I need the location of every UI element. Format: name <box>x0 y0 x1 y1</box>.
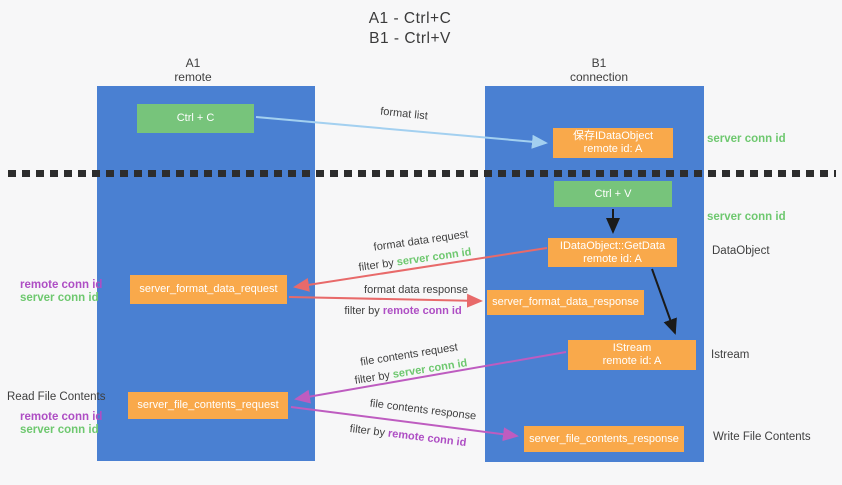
getdata-line1: IDataObject::GetData <box>559 239 666 252</box>
lane-b1-id: B1 <box>591 56 607 70</box>
getdata-line2: remote id: A <box>583 252 642 265</box>
remote-conn-id-label-2: remote conn id <box>20 411 103 423</box>
dataobject-annotation: DataObject <box>712 245 770 257</box>
lane-a1-type: remote <box>174 70 212 84</box>
server-conn-id-label-1: server conn id <box>20 292 99 304</box>
file-response-filter-prefix: filter by <box>349 422 386 440</box>
istream-box: IStream remote id: A <box>568 340 696 370</box>
ctrl-v-box: Ctrl + V <box>554 181 672 207</box>
format-response-filter-label: filter by remote conn id <box>344 305 461 317</box>
server-format-data-response-box: server_format_data_response <box>487 290 644 315</box>
idataobject-getdata-box: IDataObject::GetData remote id: A <box>548 238 677 267</box>
remote-conn-id-label-1: remote conn id <box>20 279 103 291</box>
format-data-response-label: format data response <box>364 284 468 296</box>
save-dataobject-line2: remote id: A <box>583 143 643 155</box>
save-dataobject-box: 保存IDataObject remote id: A <box>553 128 673 158</box>
server-file-contents-response-label: server_file_contents_response <box>529 432 679 445</box>
ctrl-c-box: Ctrl + C <box>137 104 254 133</box>
server-file-contents-response-box: server_file_contents_response <box>524 426 684 452</box>
file-contents-response-label: file contents response <box>369 397 477 423</box>
ctrl-v-label: Ctrl + V <box>594 187 632 200</box>
format-request-filter-key: server conn id <box>396 246 473 269</box>
istream-line1: IStream <box>612 342 652 354</box>
format-response-filter-key: remote conn id <box>382 305 462 317</box>
read-file-contents-annotation: Read File Contents <box>7 391 106 403</box>
diagram-title: A1 - Ctrl+C B1 - Ctrl+V <box>330 9 490 49</box>
format-list-label: format list <box>379 105 429 123</box>
file-response-filter-label: filter by remote conn id <box>349 423 467 449</box>
lane-a1-id: A1 <box>185 56 201 70</box>
server-format-data-request-label: server_format_data_request <box>139 283 278 295</box>
server-file-contents-request-label: server_file_contents_request <box>137 399 279 411</box>
lane-b1-type: connection <box>569 70 629 84</box>
server-conn-id-mid-label: server conn id <box>707 211 786 223</box>
istream-annotation: Istream <box>711 349 750 361</box>
server-format-data-response-label: server_format_data_response <box>492 296 639 308</box>
copy-paste-separator-line <box>8 170 836 177</box>
save-dataobject-line1: 保存IDataObject <box>572 130 654 142</box>
server-file-contents-request-box: server_file_contents_request <box>128 392 288 419</box>
title-line-2: B1 - Ctrl+V <box>369 30 451 47</box>
format-data-response-arrow <box>288 293 483 308</box>
title-line-1: A1 - Ctrl+C <box>368 10 452 27</box>
ctrl-c-label: Ctrl + C <box>176 112 215 124</box>
server-conn-id-label-2: server conn id <box>20 424 99 436</box>
server-conn-id-top-label: server conn id <box>707 133 786 145</box>
format-request-filter-prefix: filter by <box>357 257 395 274</box>
file-request-filter-prefix: filter by <box>353 369 391 387</box>
write-file-contents-annotation: Write File Contents <box>713 431 811 443</box>
istream-line2: remote id: A <box>602 355 662 367</box>
lane-header-a1: A1 remote <box>133 56 253 84</box>
file-response-filter-key: remote conn id <box>387 427 467 450</box>
server-format-data-request-box: server_format_data_request <box>130 275 287 304</box>
format-response-filter-prefix: filter by <box>344 305 380 317</box>
lane-header-b1: B1 connection <box>539 56 659 84</box>
